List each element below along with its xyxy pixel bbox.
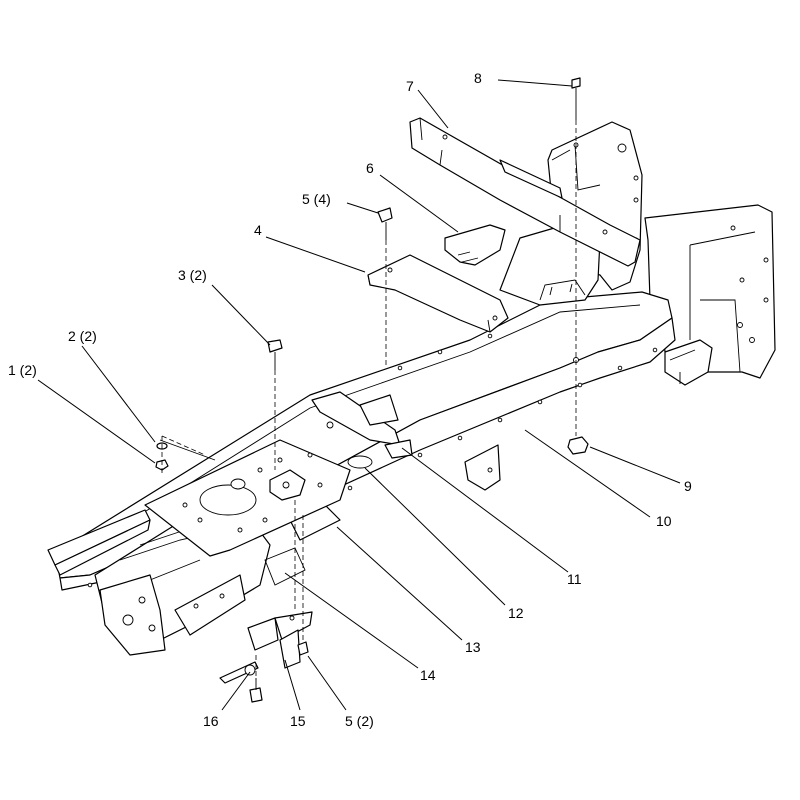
callout-3: 3 (2) (178, 267, 207, 283)
hardware (155, 77, 589, 703)
callout-14: 14 (420, 667, 436, 683)
callout-11: 11 (567, 571, 582, 587)
left-channel (47, 509, 151, 576)
item-12-mount (269, 455, 373, 501)
engine-plate (144, 439, 351, 557)
callout-4: 4 (254, 222, 262, 238)
callout-labels: 1 (2) 2 (2) 3 (2) 4 5 (4) 6 7 8 9 10 11 … (8, 70, 692, 729)
callout-2: 2 (2) (68, 328, 97, 344)
item-15-bracket (247, 611, 313, 669)
callout-15: 15 (290, 713, 306, 729)
callout-8: 8 (474, 70, 482, 86)
callout-5-bottom: 5 (2) (345, 713, 374, 729)
callout-5-top: 5 (4) (302, 191, 331, 207)
leader-lines (37, 79, 681, 711)
callout-12: 12 (508, 605, 524, 621)
assembly-lines (161, 120, 577, 680)
callout-10: 10 (656, 513, 672, 529)
callout-9: 9 (684, 478, 692, 494)
callout-7: 7 (406, 78, 414, 94)
item-7-angle-bracket (409, 117, 641, 267)
item-6-bracket (444, 224, 506, 266)
callout-13: 13 (465, 639, 481, 655)
callout-16: 16 (203, 713, 219, 729)
item-16-clip (219, 661, 259, 684)
item-11-13-bracket (311, 391, 413, 459)
callout-1: 1 (2) (8, 362, 37, 378)
item-4-plate (367, 254, 509, 333)
callout-6: 6 (366, 160, 374, 176)
